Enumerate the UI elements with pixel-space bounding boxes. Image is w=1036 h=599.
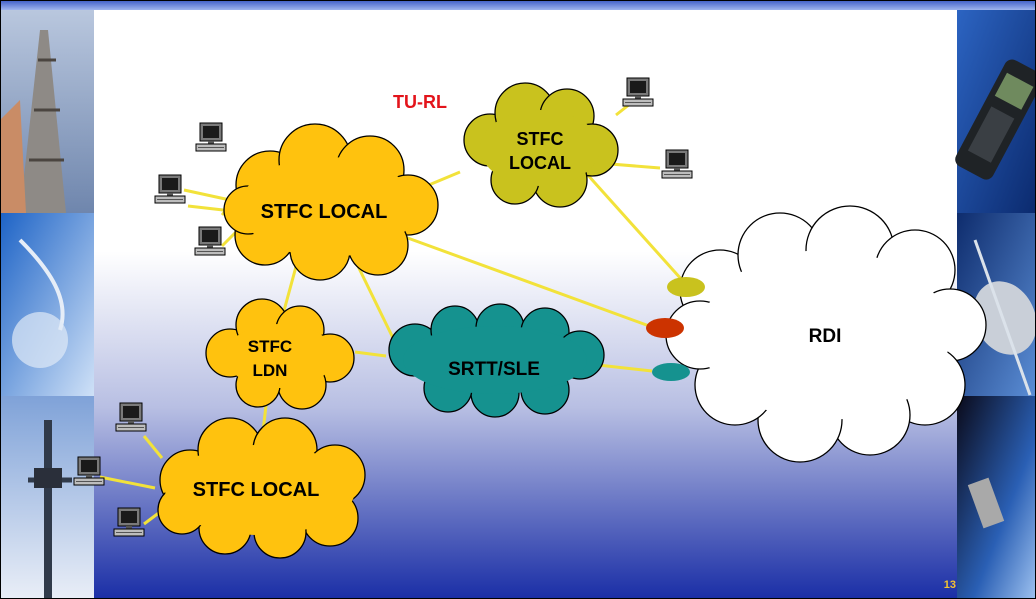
link-pc-b bbox=[183, 188, 231, 202]
link-local-main-to-srtt bbox=[353, 259, 395, 339]
link-local-main-to-ldn bbox=[280, 262, 299, 319]
port-red bbox=[646, 318, 684, 338]
label-stfc-local-bottom: STFC LOCAL bbox=[193, 479, 320, 501]
computer-terminal-icon bbox=[115, 402, 147, 432]
computer-terminal-icon bbox=[154, 174, 186, 204]
port-teal bbox=[652, 363, 690, 381]
link-pc-g bbox=[142, 435, 164, 459]
label-stfc-ldn-line2: LDN bbox=[253, 361, 288, 380]
link-srtt-to-rdi bbox=[597, 363, 653, 373]
label-srtt-sle: SRTT/SLE bbox=[448, 359, 540, 380]
cloud-stfc-local-top bbox=[463, 82, 619, 208]
label-rdi: RDI bbox=[809, 326, 842, 347]
cloud-stfc-local-main bbox=[223, 123, 439, 281]
link-local-main-to-rdi bbox=[404, 235, 653, 329]
label-stfc-local-top-line1: STFC bbox=[517, 129, 564, 149]
link-pc-i bbox=[143, 510, 161, 526]
left-photo-strip bbox=[0, 10, 94, 599]
right-photo-strip bbox=[955, 10, 1036, 599]
computer-terminal-icon bbox=[113, 507, 145, 537]
top-bar bbox=[0, 0, 1036, 10]
computer-terminal-icon bbox=[194, 226, 226, 256]
link-local-top-to-rdi bbox=[584, 171, 684, 282]
computer-terminal-icon bbox=[195, 122, 227, 152]
cloud-stfc-ldn bbox=[205, 298, 355, 410]
computer-terminal-icon bbox=[73, 456, 105, 486]
label-stfc-local-top-line2: LOCAL bbox=[509, 153, 571, 173]
label-tu-rl: TU-RL bbox=[393, 92, 447, 112]
cloud-rdi bbox=[665, 205, 987, 463]
link-pc-h bbox=[99, 475, 156, 490]
label-stfc-local-main: STFC LOCAL bbox=[261, 201, 388, 223]
computer-terminal-icon bbox=[661, 149, 693, 179]
link-ldn-to-srtt bbox=[354, 350, 387, 358]
computer-terminal-icon bbox=[622, 77, 654, 107]
cloud-srtt-sle bbox=[388, 303, 605, 418]
slide-number: 13 bbox=[943, 579, 956, 591]
label-stfc-ldn-line1: STFC bbox=[248, 337, 292, 356]
cloud-stfc-local-bottom bbox=[157, 417, 366, 559]
port-yellow bbox=[667, 277, 705, 297]
